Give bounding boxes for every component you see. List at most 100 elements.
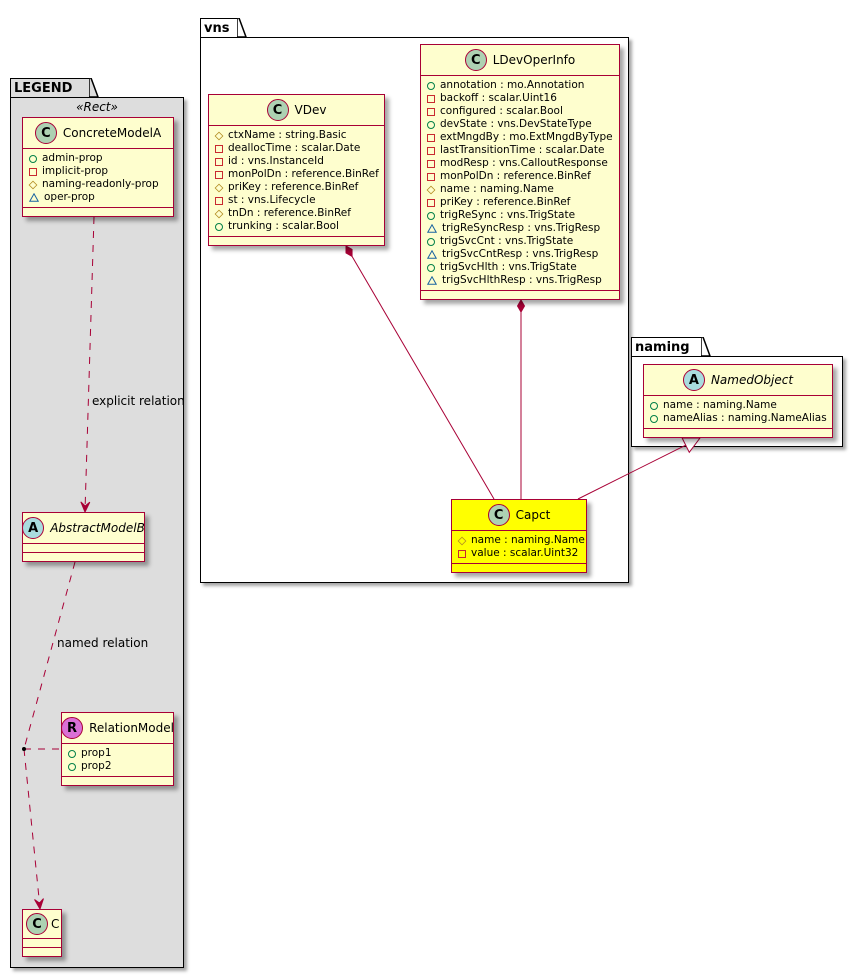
package-vns-name: vns [204, 21, 230, 36]
package-visibility-icon [29, 193, 39, 202]
attribute-row: trigSvcHlthResp : vns.TrigResp [427, 274, 613, 287]
attribute-row: priKey : reference.BinRef [427, 196, 613, 209]
private-visibility-icon [427, 146, 435, 155]
class-name: ConcreteModelA [62, 126, 162, 140]
relation-named-line-upper[interactable] [23, 561, 76, 750]
public-visibility-icon [68, 749, 76, 758]
class-name: RelationModel [89, 721, 174, 735]
protected-visibility-icon [214, 183, 224, 192]
attribute-text: tnDn : reference.BinRef [228, 207, 351, 219]
attribute-row: modResp : vns.CalloutResponse [427, 157, 613, 170]
attribute-row: prop1 [68, 747, 167, 760]
relation-class-icon: R [61, 717, 84, 739]
protected-visibility-icon [214, 131, 224, 140]
package-naming-tab: naming [631, 337, 702, 356]
attribute-text: value : scalar.Uint32 [471, 547, 579, 559]
class-name: NamedObject [710, 373, 794, 387]
package-legend-tab: LEGEND [10, 78, 90, 97]
attribute-row: priKey : reference.BinRef [214, 181, 378, 194]
class-operations [62, 777, 173, 785]
attribute-row: name : naming.Name [426, 183, 613, 196]
public-visibility-icon [427, 237, 435, 246]
attribute-row: naming-readonly-prop [28, 178, 167, 191]
class-operations [421, 291, 619, 299]
attribute-row: admin-prop [29, 152, 167, 165]
attribute-text: st : vns.Lifecycle [228, 194, 316, 206]
attribute-text: name : naming.Name [663, 399, 777, 411]
class-icon: C [487, 504, 510, 526]
composition-diamond-icon [516, 299, 526, 313]
attribute-row: monPolDn : reference.BinRef [427, 170, 613, 183]
relation-named-line-lower[interactable] [23, 748, 41, 909]
private-visibility-icon [215, 157, 223, 166]
attribute-text: modResp : vns.CalloutResponse [440, 157, 608, 169]
class-header: R RelationModel [61, 713, 174, 744]
attribute-row: oper-prop [29, 191, 167, 204]
attribute-text: trigSvcCnt : vns.TrigState [440, 235, 574, 247]
package-naming-name: naming [635, 340, 690, 355]
attribute-row: extMngdBy : mo.ExtMngdByType [427, 131, 613, 144]
attribute-row: backoff : scalar.Uint16 [427, 92, 613, 105]
attribute-row: trigReSyncResp : vns.TrigResp [427, 222, 613, 235]
attribute-row: configured : scalar.Bool [427, 105, 613, 118]
public-visibility-icon [29, 154, 37, 163]
class-icon: C [464, 49, 487, 71]
public-visibility-icon [427, 120, 435, 129]
private-visibility-icon [215, 196, 223, 205]
composition-diamond-icon [345, 245, 353, 258]
attribute-row: lastTransitionTime : scalar.Date [427, 144, 613, 157]
class-attributes [23, 544, 144, 553]
attribute-row: id : vns.InstanceId [215, 155, 378, 168]
public-visibility-icon [215, 222, 223, 231]
private-visibility-icon [427, 94, 435, 103]
attribute-text: admin-prop [42, 152, 103, 164]
protected-visibility-icon [214, 209, 224, 218]
class-icon: C [34, 122, 57, 144]
attribute-text: oper-prop [44, 191, 95, 203]
protected-visibility-icon [426, 185, 436, 194]
attribute-row: ctxName : string.Basic [214, 129, 378, 142]
public-visibility-icon [68, 762, 76, 771]
attribute-row: st : vns.Lifecycle [215, 194, 378, 207]
class-icon: C [26, 913, 48, 935]
package-legend-name: LEGEND [14, 81, 73, 96]
relation-vdev-capct[interactable] [351, 256, 495, 500]
relation-capct-namedobject[interactable] [577, 444, 686, 500]
abstract-class-icon: A [682, 369, 705, 391]
class-operations [23, 948, 61, 956]
class-operations [209, 237, 384, 245]
attribute-text: lastTransitionTime : scalar.Date [440, 144, 605, 156]
attribute-text: trigSvcHlthResp : vns.TrigResp [442, 274, 602, 286]
relation-label-explicit: explicit relation [92, 394, 185, 408]
attribute-row: annotation : mo.Annotation [427, 79, 613, 92]
attribute-text: trunking : scalar.Bool [228, 220, 339, 232]
attribute-text: implicit-prop [42, 165, 109, 177]
package-visibility-icon [427, 276, 437, 285]
attribute-row: trigReSync : vns.TrigState [427, 209, 613, 222]
private-visibility-icon [458, 549, 466, 558]
attribute-text: prop2 [81, 760, 112, 772]
attribute-row: value : scalar.Uint32 [458, 547, 580, 560]
public-visibility-icon [427, 211, 435, 220]
private-visibility-icon [427, 133, 435, 142]
public-visibility-icon [427, 81, 435, 90]
attribute-row: name : naming.Name [650, 399, 826, 412]
attribute-row: implicit-prop [29, 165, 167, 178]
attribute-row: prop2 [68, 760, 167, 773]
relation-explicit-line[interactable] [84, 216, 95, 512]
